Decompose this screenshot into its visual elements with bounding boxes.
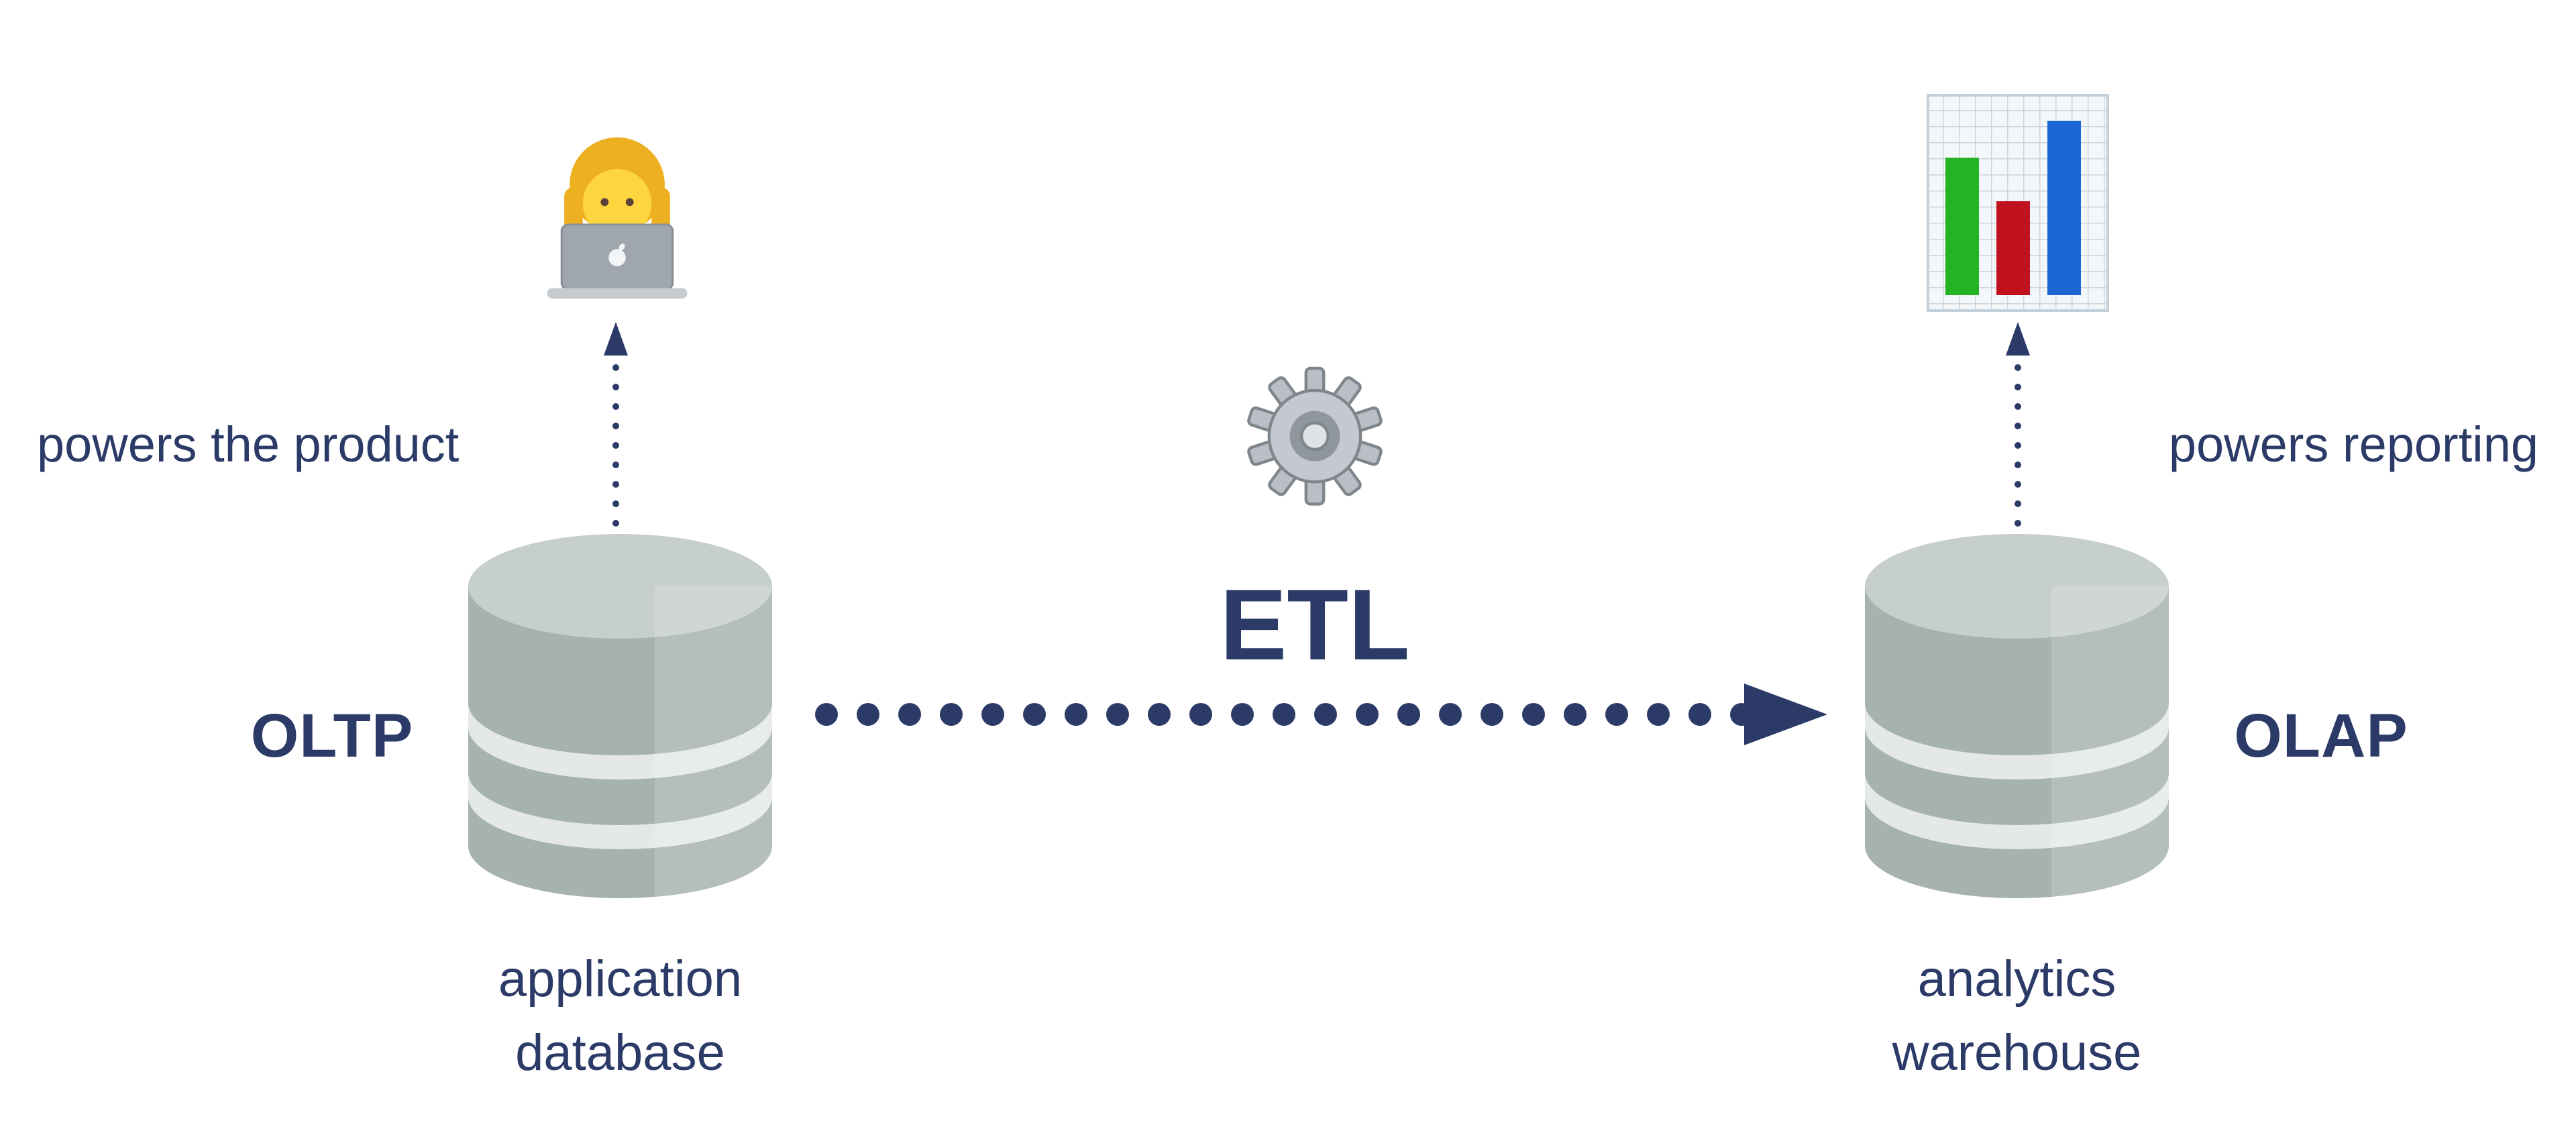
bar-chart-icon: [1927, 94, 2109, 312]
oltp-label: OLTP: [250, 702, 414, 770]
olap-database-icon: [1865, 534, 2169, 904]
olap-up-arrow: [2002, 321, 2034, 529]
etl-flow-arrow: [812, 673, 1831, 756]
application-database-caption: application database: [468, 942, 772, 1090]
powers-reporting-label: powers reporting: [2168, 417, 2538, 472]
woman-technologist-icon: [525, 121, 710, 313]
caption-line: database: [515, 1024, 725, 1081]
olap-label: OLAP: [2234, 702, 2408, 770]
etl-label: ETL: [1220, 568, 1410, 681]
powers-the-product-label: powers the product: [37, 417, 460, 472]
caption-line: application: [498, 951, 743, 1008]
gear-icon: [1241, 361, 1389, 508]
oltp-database-icon: [468, 534, 772, 904]
caption-line: warehouse: [1892, 1024, 2142, 1081]
caption-line: analytics: [1917, 951, 2116, 1008]
analytics-warehouse-caption: analytics warehouse: [1865, 942, 2169, 1090]
oltp-up-arrow: [600, 321, 632, 529]
